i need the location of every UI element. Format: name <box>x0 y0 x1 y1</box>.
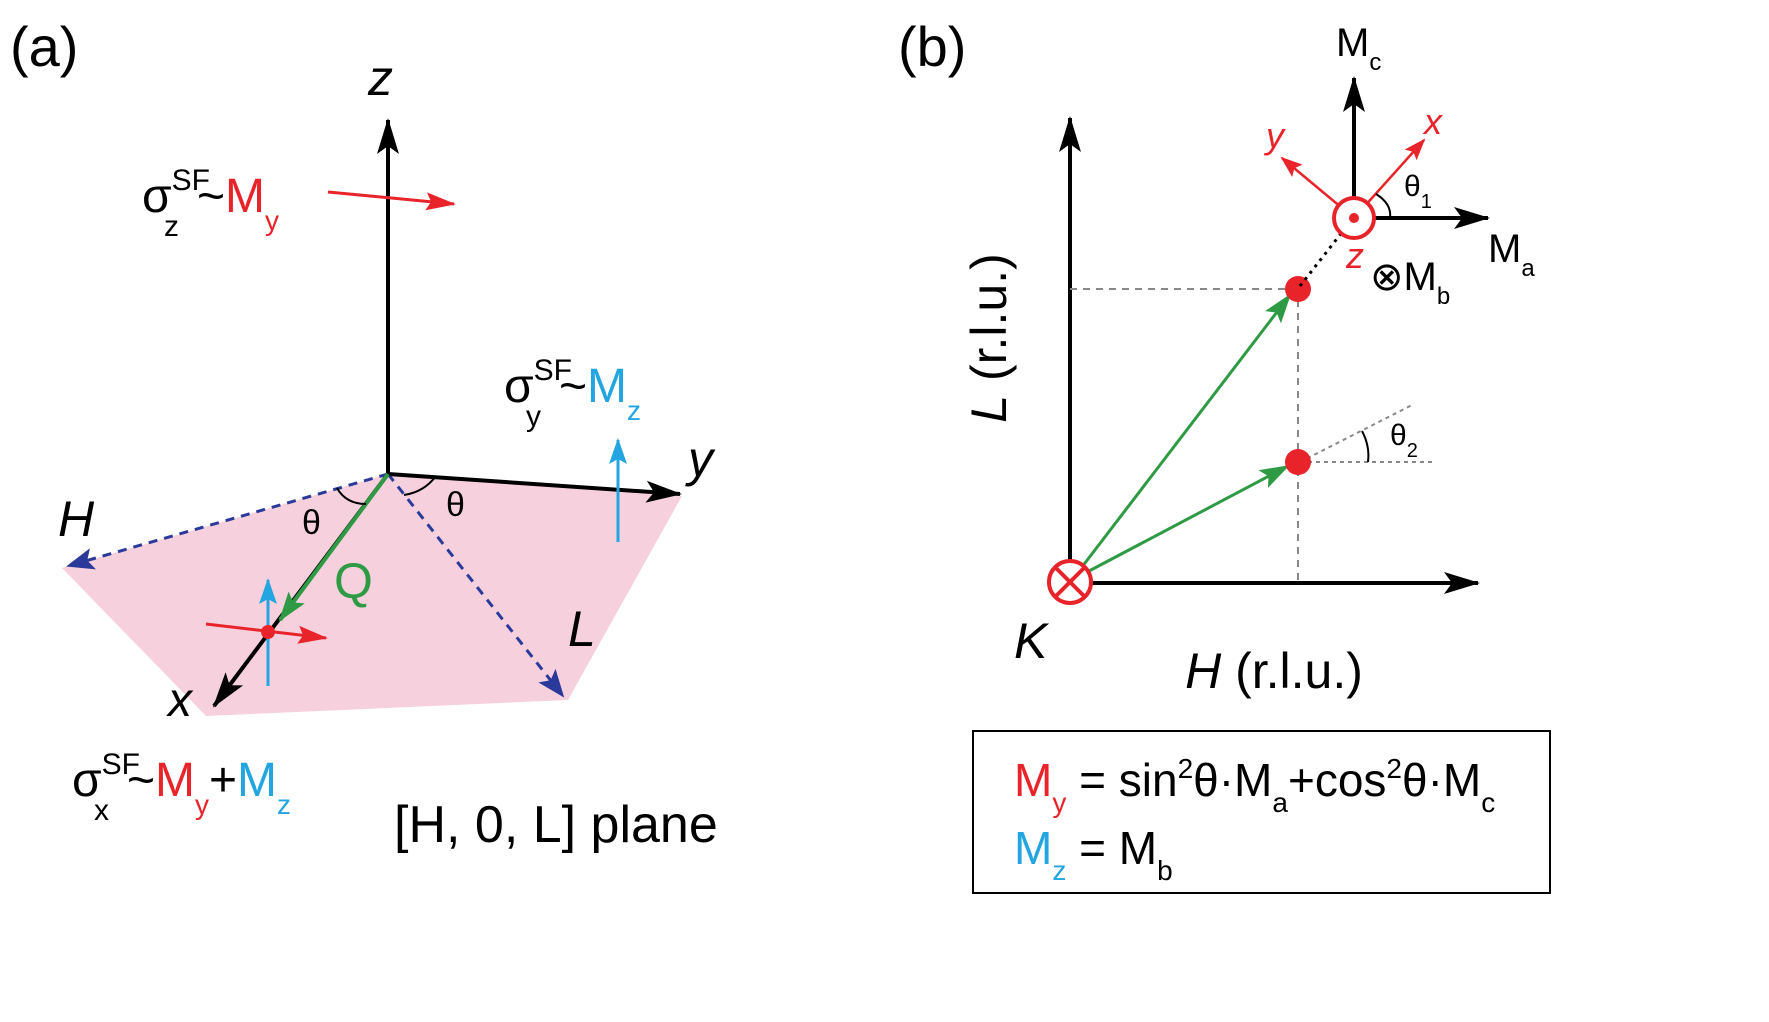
theta1-arc <box>1375 193 1392 219</box>
equation-mz: Mz = Mb <box>1014 822 1173 886</box>
theta2-label: θ2 <box>1390 419 1418 462</box>
bragg-point-lower <box>1285 449 1311 475</box>
theta-arc-left <box>336 487 367 505</box>
scattering-point <box>261 625 275 639</box>
z-axis-label: z <box>367 50 393 106</box>
k-direction-into-page-icon <box>1047 559 1093 605</box>
q-vector-upper <box>1070 293 1292 581</box>
mc-label: Mc <box>1336 21 1381 76</box>
q-vector-lower <box>1071 464 1290 582</box>
x-axis-label: x <box>166 674 194 727</box>
ma-label: Ma <box>1488 227 1535 282</box>
origin-k-label: K <box>1014 613 1050 669</box>
panel-a-label: (a) <box>10 15 78 78</box>
frame-y-label: y <box>1263 115 1286 156</box>
y-axis-label: y <box>685 431 716 487</box>
theta1-label: θ1 <box>1404 170 1432 213</box>
frame-x-label: x <box>1422 101 1444 142</box>
bragg-point-upper <box>1285 276 1311 302</box>
theta2-arc <box>1361 430 1370 463</box>
hol-plane <box>62 474 682 716</box>
my-vector-legend <box>327 190 456 211</box>
frame-z-label: z <box>1345 235 1364 276</box>
equation-box: My = sin2θ·Ma+cos2θ·Mc Mz = Mb <box>972 730 1551 894</box>
l-axis-label: L <box>568 601 596 657</box>
theta-arc-right <box>403 475 437 496</box>
frame-link-dotted <box>1298 221 1352 287</box>
h-axis-label: H <box>58 491 95 547</box>
panel-b: (b) L (r.l.u.) H (r.l.u.) K θ2 <box>898 15 1535 699</box>
h-axis-title: H (r.l.u.) <box>1185 643 1363 699</box>
l-axis-title: L (r.l.u.) <box>961 253 1017 423</box>
z-out-of-page-icon <box>1332 196 1376 240</box>
equation-my: My = sin2θ·Ma+cos2θ·Mc <box>1014 753 1495 818</box>
plane-caption: [H, 0, L] plane <box>394 796 718 854</box>
theta-left-label: θ <box>302 504 321 542</box>
h-axis-dashed <box>66 472 389 570</box>
q-label: Q <box>334 553 373 609</box>
theta-right-label: θ <box>446 486 465 524</box>
q-vector <box>278 472 390 622</box>
y-axis <box>387 472 682 503</box>
panel-b-label: (b) <box>898 15 966 78</box>
theta2-ref-tilted <box>1299 403 1415 463</box>
mb-label: ⊗Mb <box>1370 255 1450 310</box>
